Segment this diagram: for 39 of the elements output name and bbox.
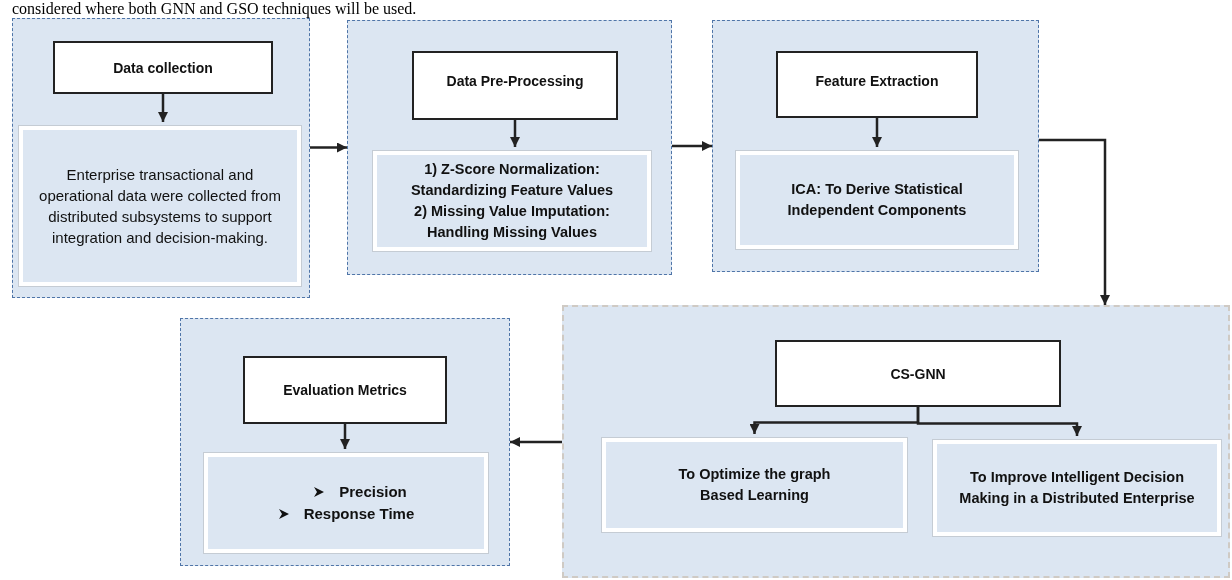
step-detail-box [602,438,907,532]
step-description: 1) Z-Score Normalization: Standardizing Feature Values [409,160,615,200]
arrow [872,118,882,147]
arrow [158,94,168,122]
step-description: 2) Missing Value Imputation: Handling Missing Values [413,202,611,242]
step-title: Data Pre-Processing [446,73,584,89]
step-detail-box [19,126,301,286]
step-title: Feature Extraction [815,73,939,89]
arrow [510,437,562,447]
stage-panel [562,305,1230,578]
arrow [1039,138,1110,305]
arrow [916,407,1082,436]
step-title-box [412,51,618,120]
list-item: Response Time [303,504,415,524]
list-item: Precision [339,482,407,502]
step-title: Data collection [113,59,213,76]
step-detail-box [736,151,1018,249]
stage-panel [12,18,310,298]
stage-panel [347,20,672,275]
step-title-box [776,51,978,118]
arrow [510,120,520,147]
stage-panel [712,20,1039,272]
arrow [672,141,712,151]
stage-panel [180,318,510,566]
step-title-box [53,41,273,94]
step-detail-box [204,453,488,553]
caption-text: considered where both GNN and GSO techniques will be used. [12,0,417,17]
arrow [310,142,347,153]
step-description: ICA: To Derive Statistical Independent Components [786,180,968,220]
step-title-box [243,356,447,424]
arrow [340,424,350,449]
step-description: Enterprise transactional and operational data were collected from distributed subsystems to support integration and decision-making. [38,165,282,248]
step-description: To Optimize the graph Based Learning [677,465,832,505]
step-description: To Improve Intelligent Decision Making in a Distributed Enterprise [959,468,1195,508]
step-detail-box [933,440,1221,536]
step-detail-box [373,151,651,251]
step-title: Evaluation Metrics [283,382,407,398]
step-title: CS-GNN [890,365,946,382]
step-title-box [775,340,1061,407]
